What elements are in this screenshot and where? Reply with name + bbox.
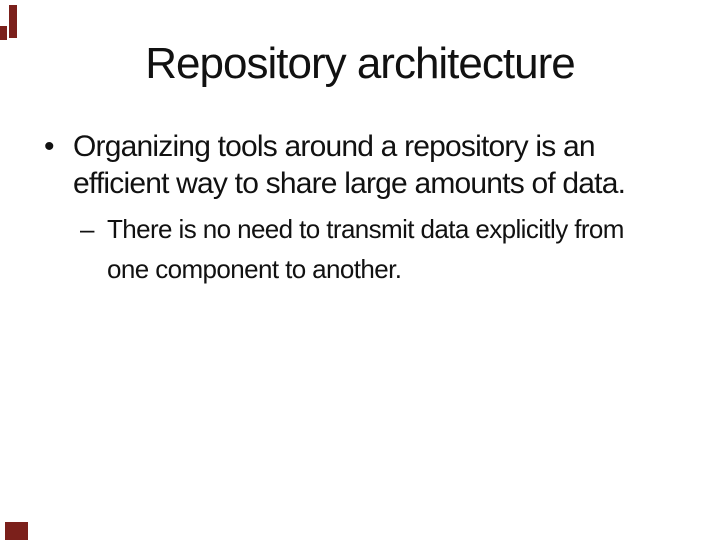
bullet-marker: • <box>44 130 55 163</box>
sub-bullet-line-2: one component to another. <box>107 254 402 284</box>
sub-bullet-text: There is no need to transmit data explic… <box>107 209 624 289</box>
slide-title: Repository architecture <box>145 39 575 88</box>
bottom-left-red-mark-decoration <box>5 522 28 540</box>
sub-bullet-item: – There is no need to transmit data expl… <box>80 209 690 289</box>
bullet-item: • Organizing tools around a repository i… <box>44 128 684 202</box>
sub-bullet-dash-marker: – <box>80 214 95 244</box>
left-edge-red-square-decoration <box>0 26 7 40</box>
bullet-text: Organizing tools around a repository is … <box>73 128 626 202</box>
left-edge-red-bar-decoration <box>9 5 17 38</box>
bullet-line-1: Organizing tools around a repository is … <box>73 130 596 163</box>
bullet-line-2: efficient way to share large amounts of … <box>73 167 626 200</box>
sub-bullet-line-1: There is no need to transmit data explic… <box>107 214 624 244</box>
